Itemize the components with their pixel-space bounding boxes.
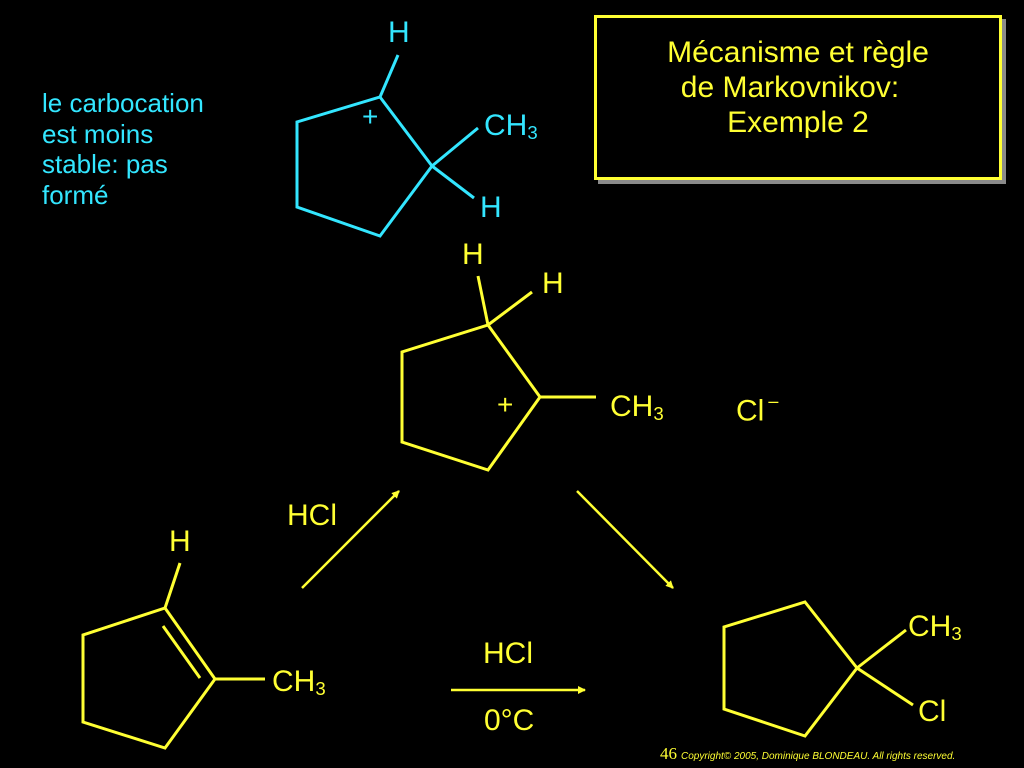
reactant-double-bond-inner [161,625,202,679]
product-cyclopentane-ring [722,600,859,738]
top-bond-h [378,54,400,98]
page-number: 46 [660,744,677,763]
note-line-3: stable: pas [42,149,168,179]
slide-title: Mécanisme et règle de Markovnikov: Exemp… [597,35,999,140]
middle-bond-h2 [487,290,533,327]
reactant-h-label: H [169,525,191,558]
reactant-bond-h [163,562,182,609]
reactant-ch3-label: CH3 [272,665,326,700]
tertiary-carbocation-structure [400,275,596,472]
top-bond-h-lower [431,164,475,200]
temperature-label: 0°C [484,704,535,737]
middle-ch3-label: CH3 [610,390,664,425]
middle-bond-h1 [476,275,490,326]
top-ch3-label: CH3 [484,109,538,144]
note-line-1: le carbocation [42,88,204,118]
note-line-2: est moins [42,118,154,149]
product-ch3-label: CH3 [908,610,962,645]
methylcyclopentene-structure [81,562,265,750]
footer: 46 Copyright© 2005, Dominique BLONDEAU. A… [660,744,955,764]
product-cl-label: Cl [918,695,947,728]
title-line-3: Exemple 2 [727,106,869,139]
reagent-hcl-diagonal: HCl [287,499,337,532]
negative-charge: – [768,391,779,411]
arrow-to-product [576,490,674,589]
reagent-hcl-label: HCl [483,637,533,670]
arrow-to-carbocation [301,490,400,589]
top-plus-label: + [362,101,379,132]
middle-plus-label: + [497,389,514,420]
note-line-4: formé [42,179,109,210]
carbocation-note: le carbocation est moins stable: pas for… [42,88,204,210]
top-bond-ch3 [431,126,479,168]
title-box: Mécanisme et règle de Markovnikov: Exemp… [594,15,1002,180]
copyright-text: Copyright© 2005, Dominique BLONDEAU. All… [681,751,956,762]
top-h-label: H [388,16,410,49]
chloride-ion-label: Cl– [736,391,779,428]
product-bond-cl [856,666,914,707]
reactant-cyclopentene-ring [81,606,217,750]
middle-h1-label: H [462,238,484,271]
top-cyclopentane-ring [295,95,434,238]
top-h-lower-label: H [480,191,502,224]
product-bond-ch3 [856,628,907,670]
secondary-carbocation-structure [295,54,479,238]
title-line-1: Mécanisme et règle [667,36,929,69]
chloromethylcyclopentane-structure [722,600,914,738]
middle-cyclopentane-ring [400,323,542,472]
title-line-2: de Markovnikov: [680,71,900,104]
middle-h2-label: H [542,267,564,300]
